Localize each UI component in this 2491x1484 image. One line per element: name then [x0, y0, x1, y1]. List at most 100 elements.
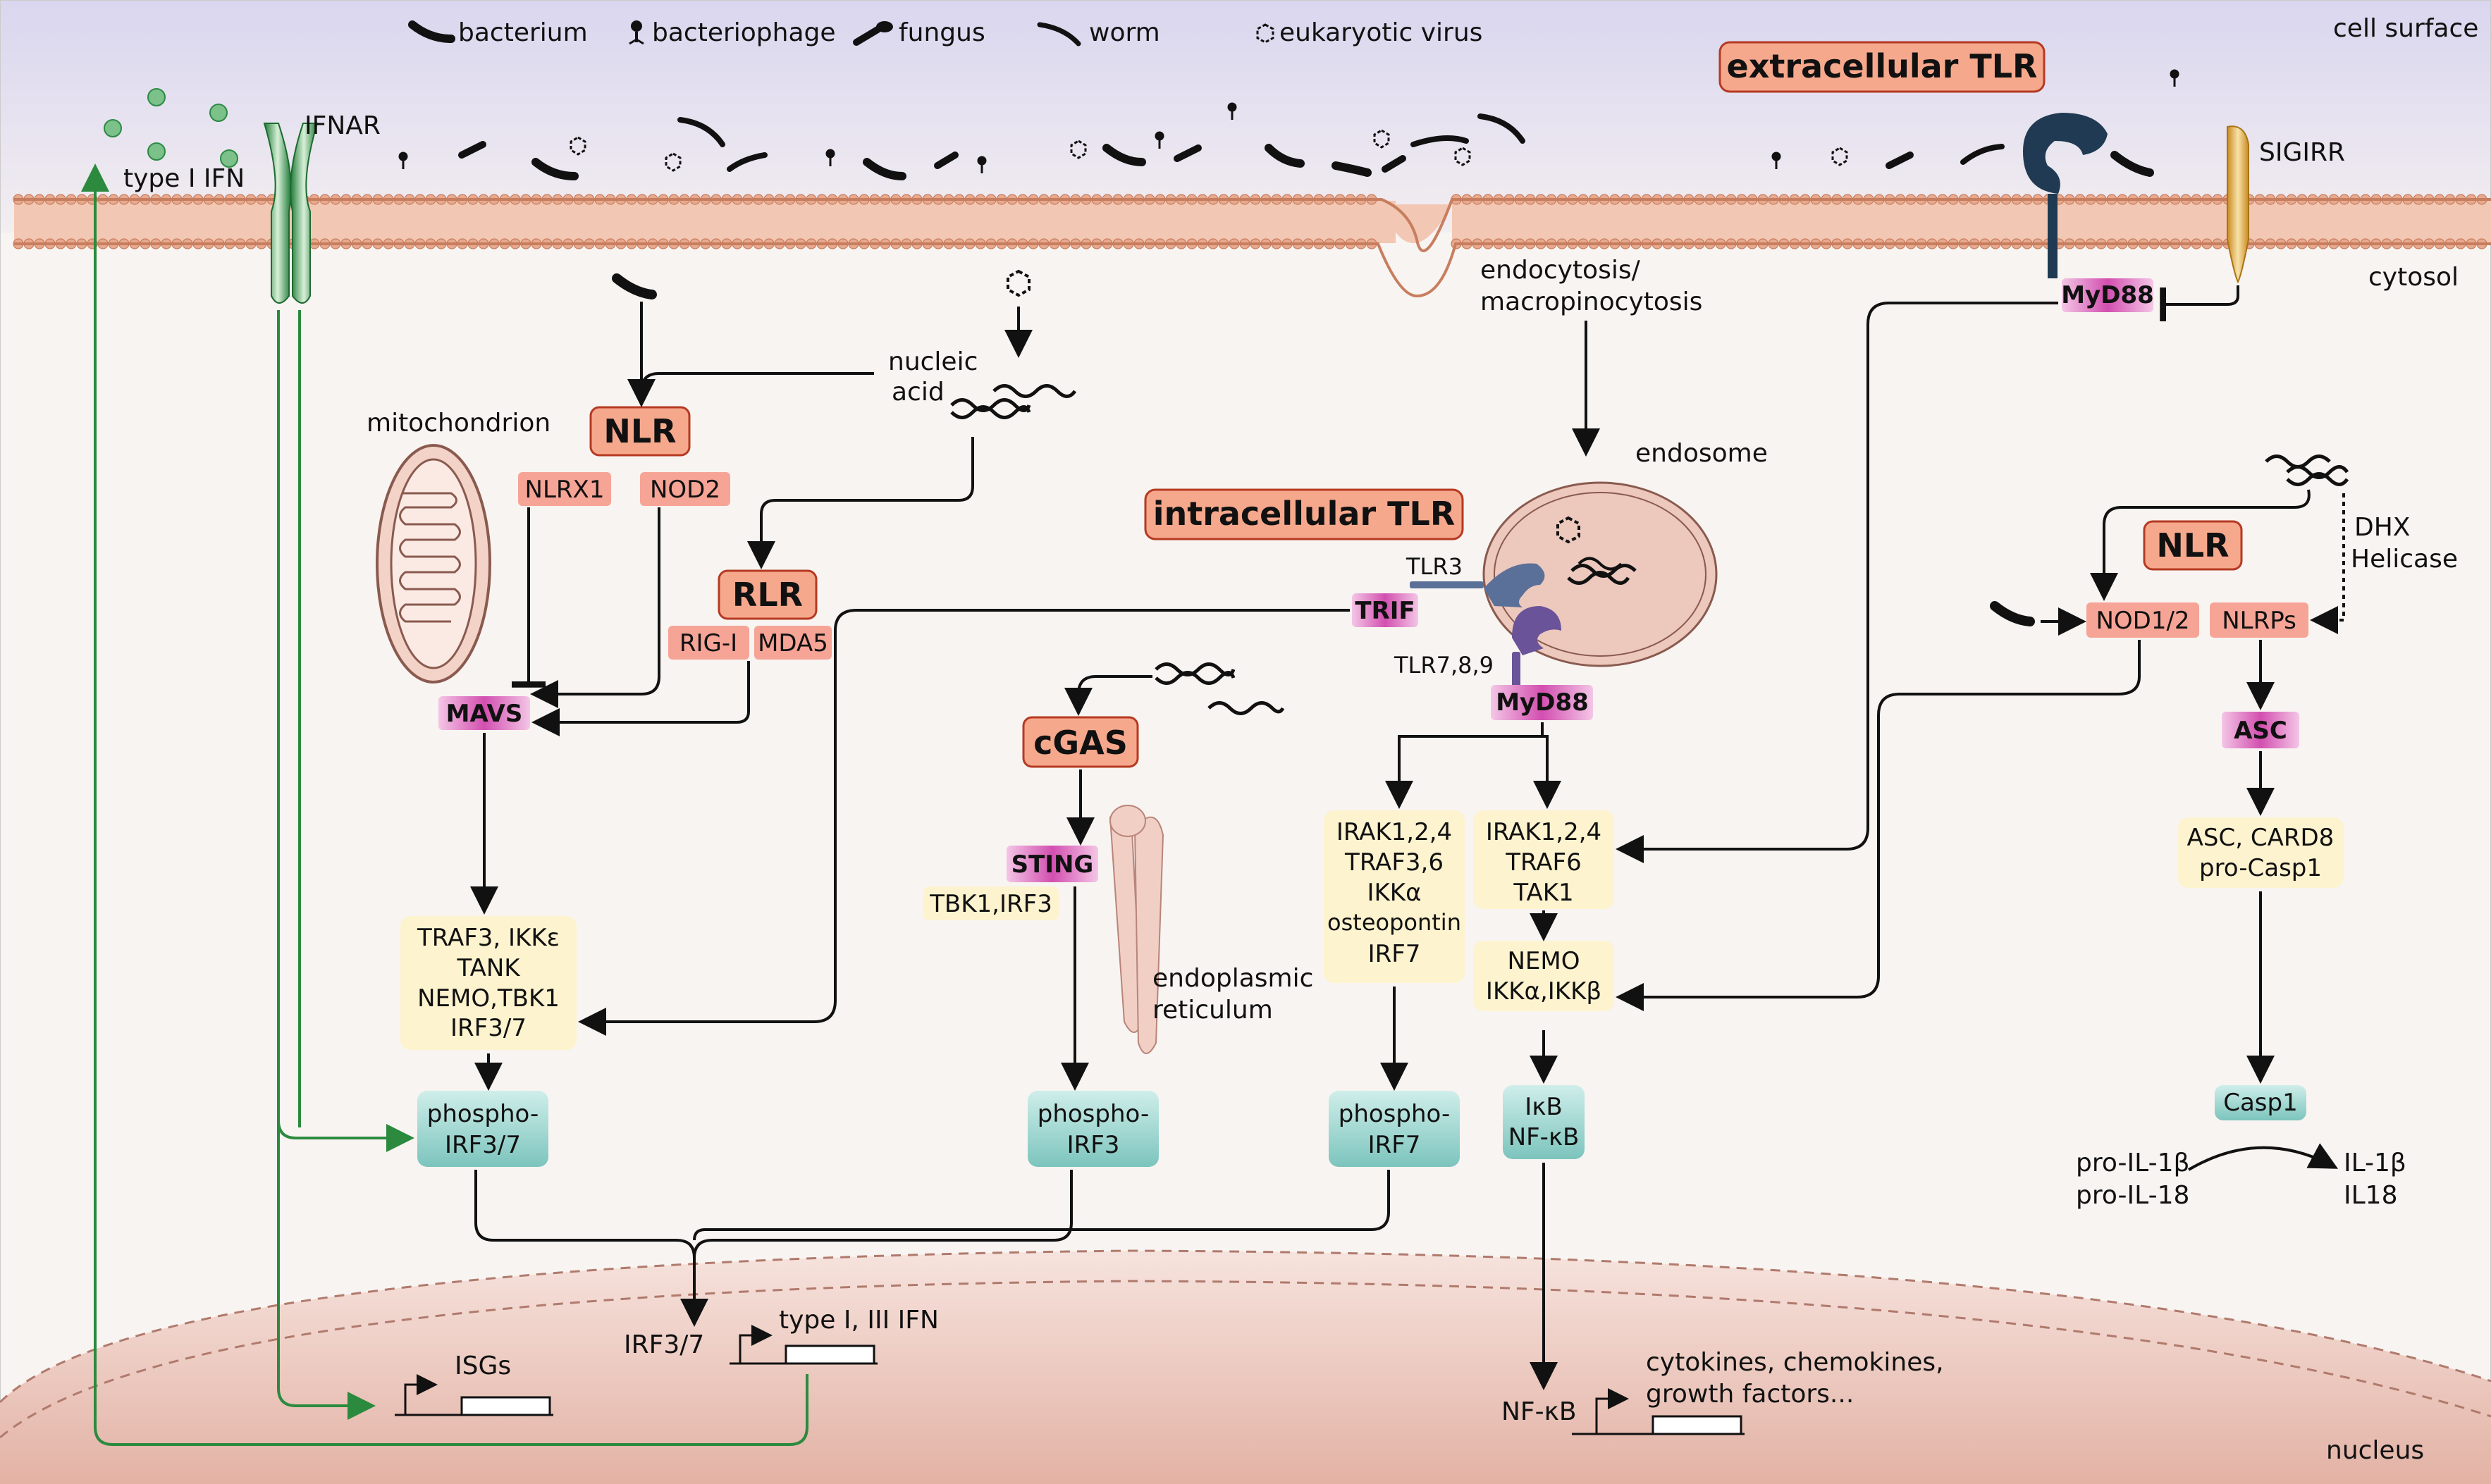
label-pro-il1b: pro-IL-1β — [2076, 1149, 2189, 1177]
label-cell-surface: cell surface — [2333, 14, 2478, 43]
tbk1-irf3-text: TBK1,IRF3 — [929, 890, 1052, 918]
irak-left-line-5: IRF7 — [1368, 940, 1421, 968]
casp1-text: Casp1 — [2223, 1089, 2298, 1117]
label-endocytosis-2: macropinocytosis — [1480, 287, 1702, 316]
header-rlr-text: RLR — [732, 576, 803, 614]
label-mitochondrion: mitochondrion — [367, 409, 551, 438]
label-irf37-nucleus: IRF3/7 — [624, 1330, 704, 1359]
label-ifnar: IFNAR — [305, 111, 381, 140]
label-nucleus: nucleus — [2326, 1436, 2424, 1465]
legend-label-worm: worm — [1089, 18, 1160, 47]
nucleus — [0, 1249, 2491, 1484]
label-type-ifn: type I, III IFN — [779, 1306, 939, 1335]
asc-card8-line-2: pro-Casp1 — [2199, 854, 2322, 882]
traf3-line-4: IRF3/7 — [450, 1014, 527, 1042]
label-nfkb-nucleus: NF-κB — [1501, 1397, 1577, 1426]
phospho-irf7-line-2: IRF7 — [1368, 1131, 1421, 1159]
label-er-2: reticulum — [1152, 996, 1273, 1025]
myd88-surface-box: MyD88 — [2061, 278, 2154, 312]
label-endosome: endosome — [1635, 439, 1768, 468]
mavs-text: MAVS — [446, 700, 523, 728]
label-nucleic-2: acid — [892, 378, 945, 407]
nemo-complex-box: NEMO IKKα,IKKβ — [1473, 941, 1614, 1011]
header-cgas-text: cGAS — [1033, 724, 1128, 762]
phospho-irf7-line-1: phospho- — [1339, 1100, 1450, 1128]
label-dhx-1: DHX — [2354, 513, 2410, 542]
legend-label-eukaryotic-virus: eukaryotic virus — [1279, 18, 1482, 47]
legend-label-bacterium: bacterium — [458, 18, 588, 47]
nlrx1-text: NLRX1 — [525, 476, 605, 504]
ikb-line-2: NF-κB — [1508, 1123, 1580, 1151]
irak-left-line-2: TRAF3,6 — [1344, 848, 1444, 877]
irak-right-line-3: TAK1 — [1513, 879, 1573, 907]
nlrx1-box: NLRX1 — [518, 472, 611, 506]
dhx-helicase-arrow — [2310, 493, 2345, 634]
nlrps-text: NLRPs — [2222, 607, 2296, 635]
tlr3-receptor — [1410, 563, 1545, 607]
phospho-irf37-line-1: phospho- — [427, 1100, 539, 1128]
casp1-box: Casp1 — [2215, 1085, 2306, 1120]
bacteriophages — [398, 69, 2179, 173]
nod12-text: NOD1/2 — [2096, 607, 2189, 635]
traf3-line-2: TANK — [456, 954, 521, 982]
nucleic-acid-icons — [950, 269, 2349, 715]
phospho-irf3-line-1: phospho- — [1038, 1100, 1149, 1128]
myd88-endosome-box: MyD88 — [1491, 685, 1593, 720]
asc-card8-box: ASC, CARD8 pro-Casp1 — [2178, 817, 2344, 888]
label-tlr3: TLR3 — [1406, 553, 1463, 580]
phospho-irf7-box: phospho- IRF7 — [1329, 1091, 1460, 1167]
header-nlr-right-text: NLR — [2156, 526, 2229, 564]
irak-left-complex-box: IRAK1,2,4 TRAF3,6 IKKα osteopontin IRF7 — [1324, 810, 1465, 983]
ifn-feedback-arrows — [81, 163, 808, 1446]
ikb-nfkb-box: IκB NF-κB — [1503, 1085, 1585, 1159]
header-nlr-right: NLR — [2143, 520, 2243, 571]
legend: bacterium bacteriophage fungus worm euka… — [408, 18, 1482, 47]
label-nucleic-1: nucleic — [888, 347, 978, 376]
traf3-line-1: TRAF3, IKKε — [417, 924, 560, 952]
sting-box: STING — [1007, 846, 1098, 882]
bacterium-icon — [1990, 601, 2035, 626]
worm-icon — [1037, 22, 1081, 47]
nod12-box: NOD1/2 — [2086, 602, 2199, 638]
header-cgas: cGAS — [1022, 716, 1139, 768]
mavs-box: MAVS — [438, 696, 530, 730]
irak-left-line-4: osteopontin — [1327, 909, 1461, 936]
gene-isgs — [395, 1374, 553, 1416]
myd88-endosome-text: MyD88 — [1496, 688, 1589, 717]
header-nlr-left-text: NLR — [603, 412, 676, 450]
bacteriophage-icon — [629, 20, 644, 45]
type-i-ifn-molecules — [104, 88, 238, 168]
label-tlr789: TLR7,8,9 — [1394, 652, 1494, 679]
rigi-box: RIG-I — [668, 626, 749, 660]
gene-type-ifn — [730, 1325, 878, 1365]
label-sigirr: SIGIRR — [2259, 138, 2345, 167]
sting-text: STING — [1011, 851, 1094, 879]
nemo-line-1: NEMO — [1507, 947, 1580, 975]
rigi-text: RIG-I — [679, 629, 737, 657]
asc-text: ASC — [2234, 717, 2287, 745]
header-nlr-left: NLR — [589, 406, 691, 457]
ikb-line-1: IκB — [1525, 1093, 1562, 1121]
header-extracellular-tlr: extracellular TLR — [1718, 41, 2046, 93]
asc-card8-line-1: ASC, CARD8 — [2187, 824, 2335, 852]
nlrps-box: NLRPs — [2210, 602, 2308, 638]
fungus-icon — [853, 21, 893, 46]
header-extracellular-tlr-text: extracellular TLR — [1727, 47, 2038, 85]
bacterium-icon — [408, 20, 455, 43]
mda5-box: MDA5 — [754, 626, 832, 660]
phospho-irf37-line-2: IRF3/7 — [445, 1131, 521, 1159]
asc-box: ASC — [2222, 712, 2299, 748]
label-dhx-2: Helicase — [2351, 545, 2458, 574]
myd88-surface-text: MyD88 — [2061, 281, 2154, 309]
phospho-irf3-box: phospho- IRF3 — [1028, 1091, 1159, 1167]
ifnar-receptor — [263, 123, 319, 304]
trif-text: TRIF — [1355, 597, 1415, 625]
mitochondrion — [376, 444, 491, 684]
label-endocytosis-1: endocytosis/ — [1480, 256, 1641, 285]
nod2-box: NOD2 — [640, 472, 730, 506]
traf3-complex-box: TRAF3, IKKε TANK NEMO,TBK1 IRF3/7 — [400, 916, 577, 1050]
tbk1-irf3-box: TBK1,IRF3 — [923, 886, 1059, 920]
extracellular-tlr-receptor — [2023, 113, 2108, 278]
irak-right-line-1: IRAK1,2,4 — [1486, 818, 1601, 846]
